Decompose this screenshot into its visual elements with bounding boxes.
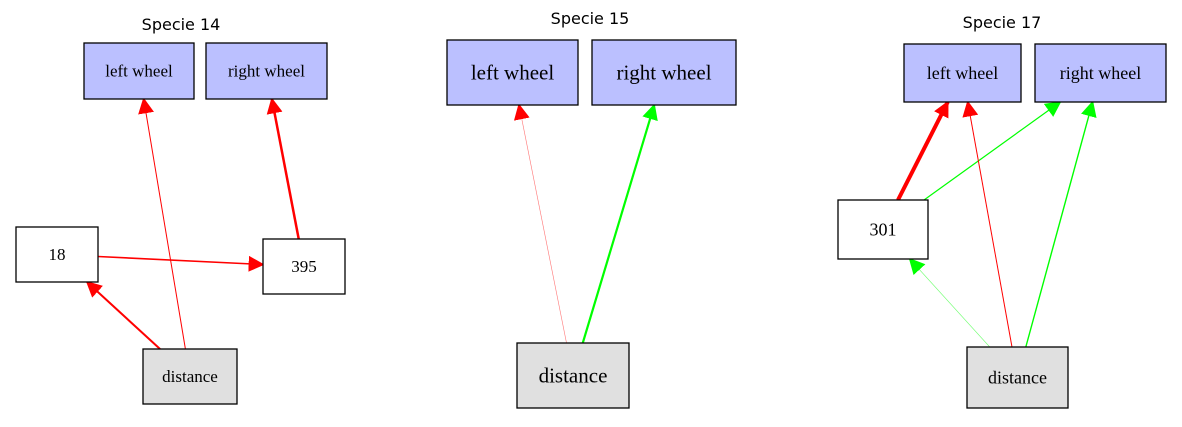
node-box	[83, 42, 195, 100]
edge-dist-to-rw-excitatory	[1025, 100, 1097, 348]
node-label: 301	[870, 220, 897, 240]
node-label: right wheel	[228, 62, 305, 81]
node-label: 18	[49, 245, 66, 264]
edge-dist-to-lw-inhibitory	[513, 103, 567, 344]
edge-n18-to-n395-inhibitory	[97, 255, 265, 272]
node-label: right wheel	[616, 61, 711, 85]
node-box	[837, 199, 929, 260]
diagram-title: Specie 17	[963, 13, 1042, 32]
edge-dist-to-lw-inhibitory	[962, 100, 1013, 348]
node-box	[205, 42, 328, 100]
node-actuator: left wheel	[83, 42, 195, 100]
node-actuator: left wheel	[446, 39, 579, 106]
node-box	[903, 43, 1022, 103]
node-box	[262, 238, 346, 295]
node-sensor: distance	[966, 346, 1069, 409]
diagram-graph: left wheel right wheel 18 395 distance	[15, 42, 346, 405]
diagram-panel: Specie 17 left wheel right wheel 301 distan…	[837, 13, 1167, 409]
node-label: 395	[291, 257, 317, 276]
node-label: right wheel	[1060, 63, 1141, 83]
node-hidden: 301	[837, 199, 929, 260]
edge-n301-to-rw-excitatory	[923, 101, 1062, 201]
node-box	[15, 226, 99, 283]
node-hidden: 18	[15, 226, 99, 283]
node-label: distance	[988, 368, 1047, 388]
diagram-graph: left wheel right wheel distance	[446, 39, 737, 409]
node-actuator: right wheel	[591, 39, 737, 106]
edge-dist-to-n301-excitatory	[908, 257, 991, 348]
node-box	[516, 342, 630, 409]
diagram-graph: left wheel right wheel 301 distance	[837, 43, 1167, 409]
node-label: left wheel	[927, 63, 998, 83]
edge-n301-to-lw-inhibitory	[896, 100, 950, 201]
node-actuator: right wheel	[205, 42, 328, 100]
edge-dist-to-n18-inhibitory	[85, 280, 161, 350]
node-label: left wheel	[105, 62, 173, 81]
node-box	[142, 348, 238, 405]
node-hidden: 395	[262, 238, 346, 295]
node-label: distance	[162, 367, 218, 386]
edge-dist-to-rw-excitatory	[581, 103, 658, 344]
node-label: distance	[539, 364, 608, 388]
edge-n395-to-rw-inhibitory	[266, 97, 300, 240]
node-box	[1034, 43, 1167, 103]
edge-dist-to-lw-inhibitory	[138, 97, 186, 350]
node-label: left wheel	[471, 61, 555, 85]
node-sensor: distance	[142, 348, 238, 405]
diagram-title: Specie 15	[551, 9, 630, 28]
diagram-title: Specie 14	[142, 15, 221, 34]
node-actuator: left wheel	[903, 43, 1022, 103]
node-box	[966, 346, 1069, 409]
diagram-panel: Specie 15 left wheel right wheel distance	[446, 9, 737, 409]
node-box	[591, 39, 737, 106]
node-actuator: right wheel	[1034, 43, 1167, 103]
node-box	[446, 39, 579, 106]
diagram-panel: Specie 14 left wheel right wheel 18 395 dist…	[15, 15, 346, 405]
node-sensor: distance	[516, 342, 630, 409]
